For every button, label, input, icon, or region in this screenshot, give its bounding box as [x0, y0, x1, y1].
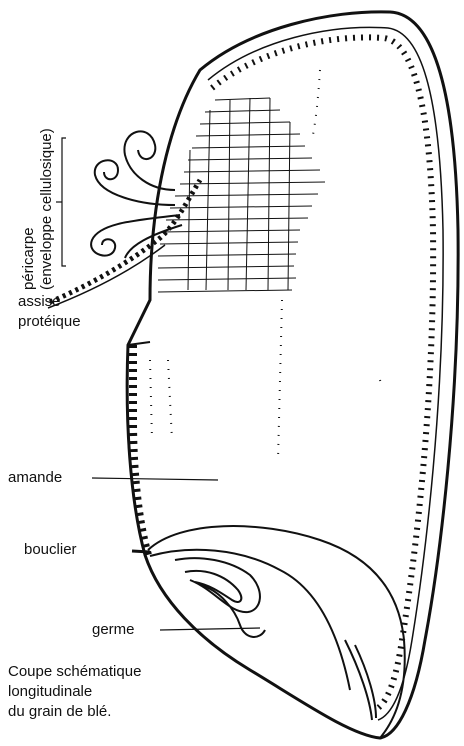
aleurone-cells-right — [212, 37, 433, 708]
label-amande: amande — [8, 468, 62, 488]
amande-dotted-lines — [150, 70, 382, 460]
pericarp-cell-rows — [158, 98, 325, 292]
label-leaders — [56, 138, 260, 630]
label-germe: germe — [92, 620, 135, 640]
label-bouclier: bouclier — [24, 540, 77, 560]
label-assise: assise protéique — [18, 292, 81, 332]
aleurone-cells-left — [133, 345, 148, 555]
germe-shape — [148, 526, 405, 738]
label-pericarpe: péricarpe (enveloppe cellulosique) — [20, 128, 56, 290]
diagram-caption: Coupe schématique longitudinale du grain… — [8, 662, 141, 722]
